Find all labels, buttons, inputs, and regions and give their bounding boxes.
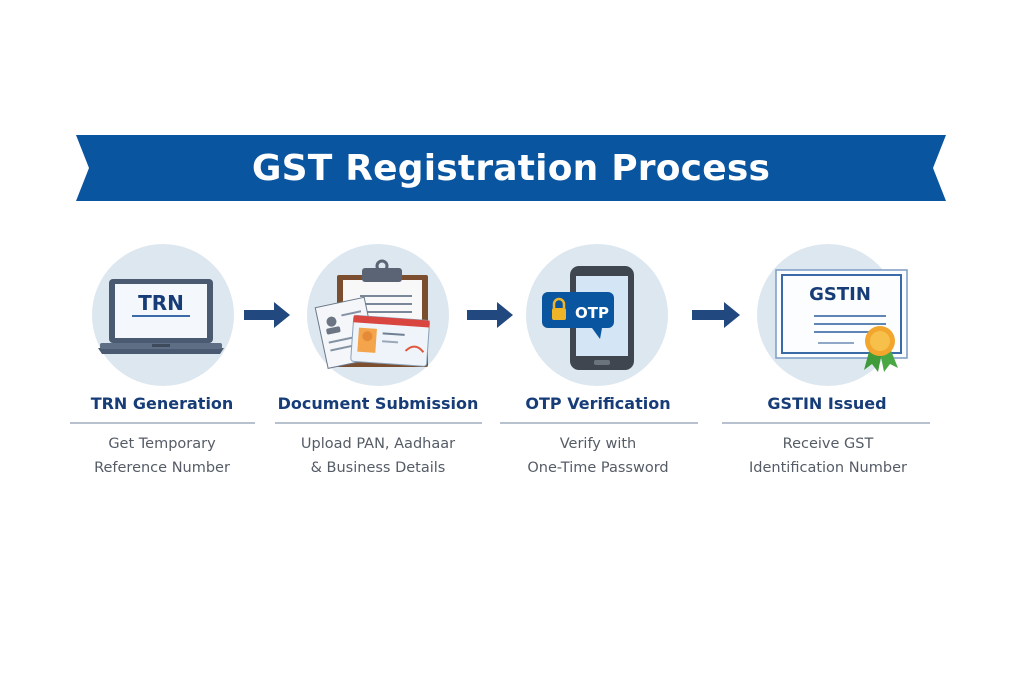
step-3-desc-line1: Verify with [559, 436, 637, 452]
step-1-divider [70, 422, 255, 424]
laptop-screen-text: TRN [138, 291, 184, 315]
arrow-right-icon [692, 302, 740, 328]
step-3-desc-line2: One-Time Password [527, 460, 669, 476]
step-3-description: Verify with One-Time Password [478, 432, 718, 480]
certificate-icon: GSTIN [775, 269, 908, 372]
phone-otp-icon: OTP [542, 266, 634, 370]
step-2-title: Document Submission [277, 394, 479, 413]
laptop-icon: TRN [98, 279, 224, 354]
step-2-description: Upload PAN, Aadhaar & Business Details [258, 432, 498, 480]
step-4-divider [722, 422, 930, 424]
page-title: GST Registration Process [251, 147, 771, 189]
certificate-text: GSTIN [809, 284, 871, 305]
arrow-right-icon [467, 302, 513, 328]
step-4-desc-line1: Receive GST [782, 436, 874, 452]
arrow-right-icon [244, 302, 290, 328]
step-1-title: TRN Generation [90, 394, 234, 413]
step-1-desc-line2: Reference Number [94, 460, 230, 476]
clipboard-documents-icon [314, 259, 430, 369]
step-4-title: GSTIN Issued [767, 394, 887, 413]
otp-bubble-text: OTP [575, 304, 609, 322]
step-2-desc-line2: & Business Details [310, 460, 446, 476]
step-3-title: OTP Verification [525, 394, 671, 413]
step-4-desc-line2: Identification Number [749, 460, 907, 476]
step-4-description: Receive GST Identification Number [708, 432, 948, 480]
step-2-divider [275, 422, 482, 424]
step-1-description: Get Temporary Reference Number [42, 432, 282, 480]
step-2-desc-line1: Upload PAN, Aadhaar [300, 436, 456, 452]
step-3-divider [500, 422, 698, 424]
step-1-desc-line1: Get Temporary [108, 436, 216, 452]
